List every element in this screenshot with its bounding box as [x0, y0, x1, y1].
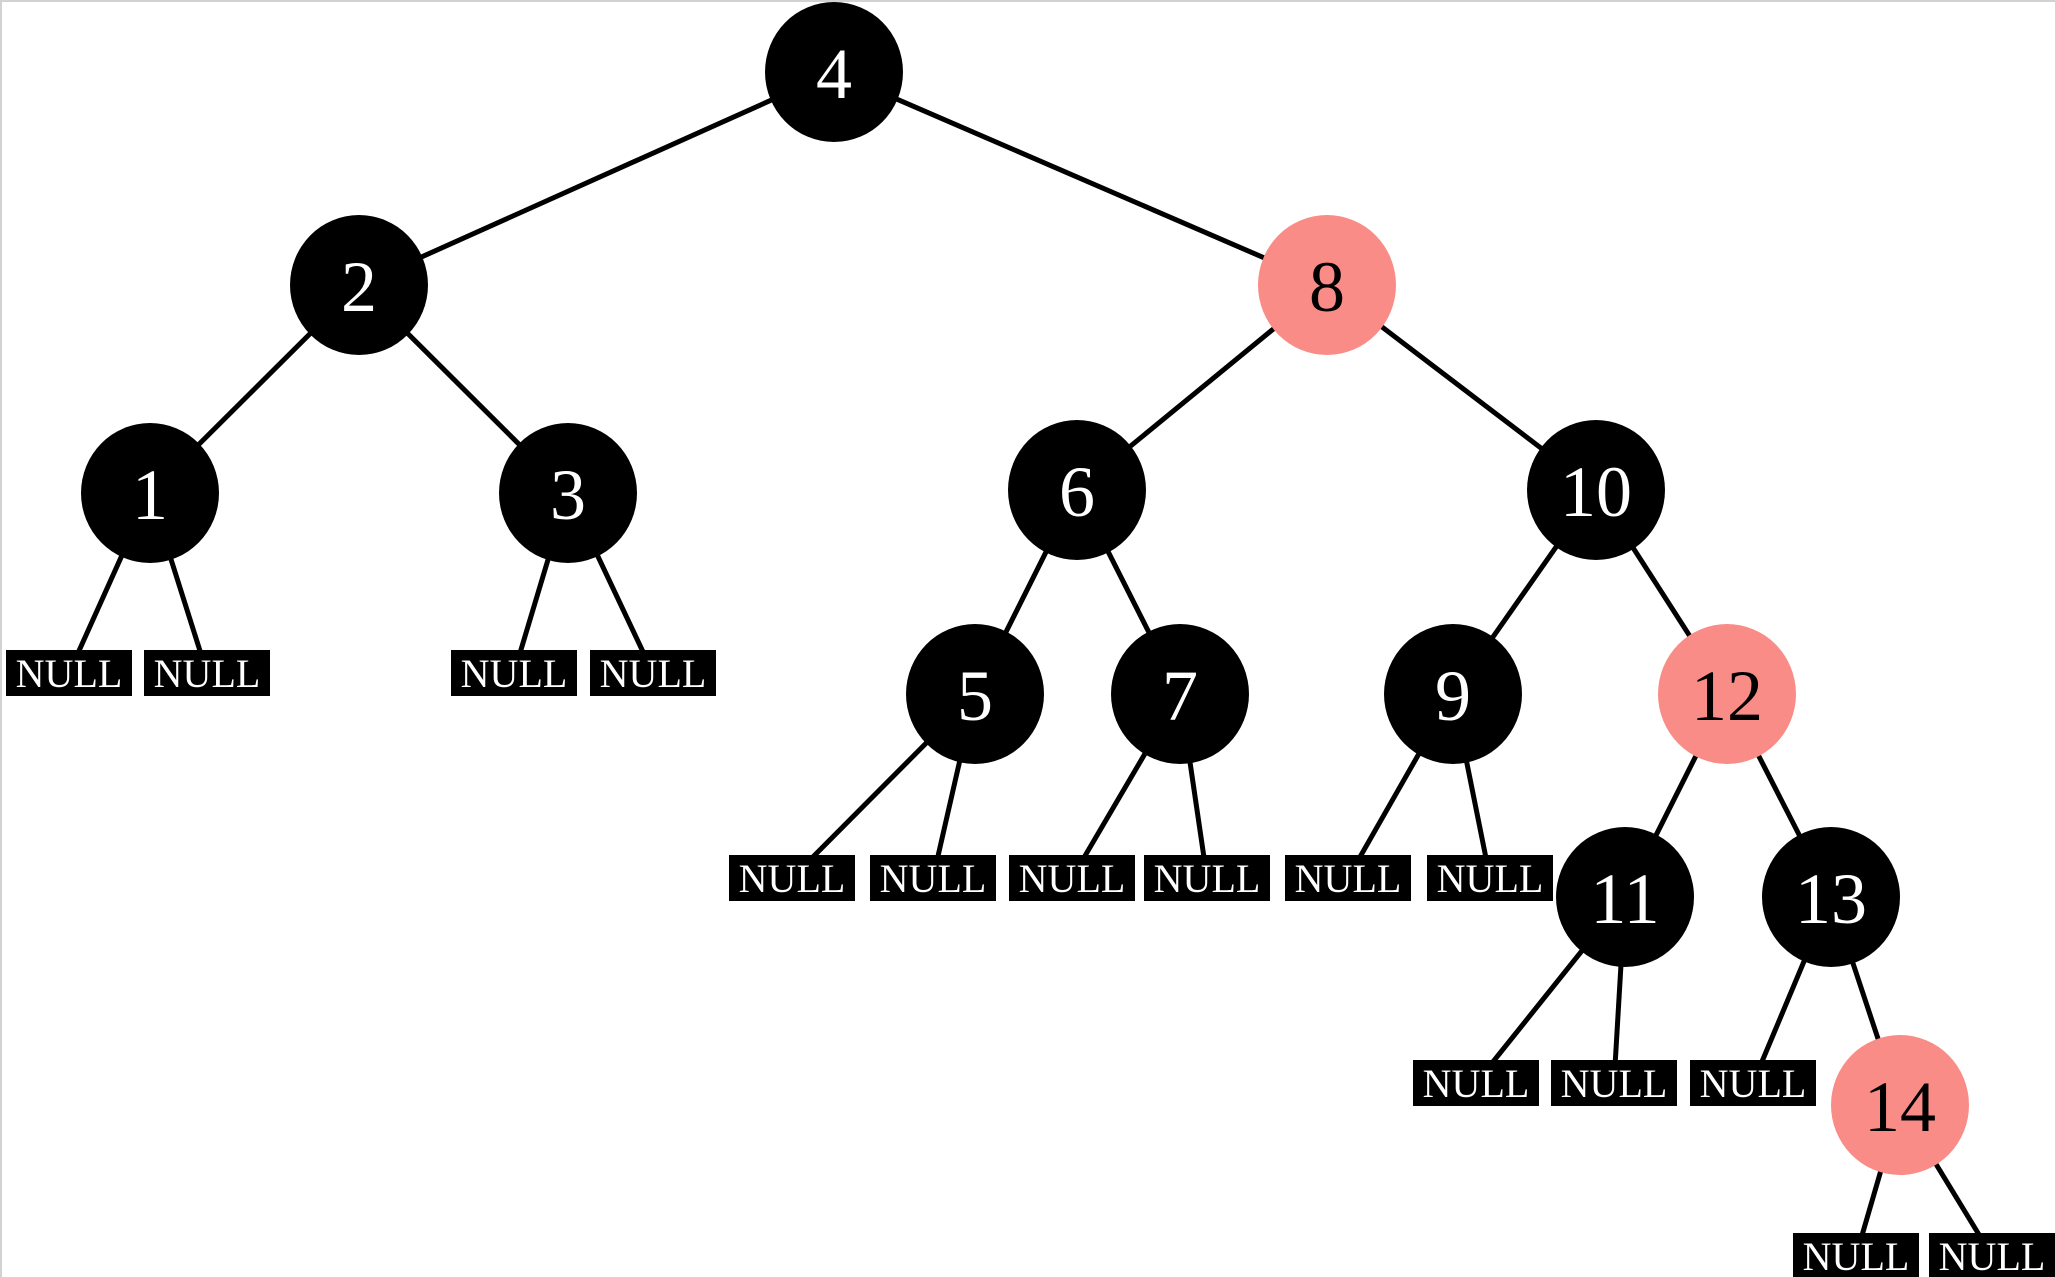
tree-node-13 — [1762, 827, 1900, 967]
tree-edge-4-2 — [357, 69, 836, 288]
null-leaf-box-n10 — [1427, 855, 1553, 901]
null-leaf-label-n3: NULL — [461, 651, 568, 696]
tree-node-2 — [290, 215, 428, 355]
tree-node-label-3: 3 — [550, 455, 586, 535]
null-leaf-label-n9: NULL — [1295, 856, 1402, 901]
tree-edge-4-8 — [833, 69, 1328, 288]
null-leaf-label-n7: NULL — [1019, 856, 1126, 901]
tree-node-6 — [1008, 420, 1146, 560]
null-leaf-label-n11: NULL — [1423, 1061, 1530, 1106]
null-leaf-box-n12 — [1551, 1060, 1677, 1106]
tree-node-label-14: 14 — [1864, 1067, 1936, 1147]
null-leaf-box-n14 — [1793, 1233, 1919, 1277]
null-leaf-label-n10: NULL — [1437, 856, 1544, 901]
null-leaf-label-n15: NULL — [1939, 1234, 2046, 1277]
tree-node-label-7: 7 — [1162, 656, 1198, 736]
null-leaf-label-n6: NULL — [880, 856, 987, 901]
null-leaf-box-n3 — [451, 650, 577, 696]
null-leaf-label-n14: NULL — [1803, 1234, 1910, 1277]
null-leaf-box-n8 — [1144, 855, 1270, 901]
tree-node-1 — [81, 423, 219, 563]
tree-node-14 — [1831, 1035, 1969, 1175]
tree-node-3 — [499, 423, 637, 563]
tree-node-label-6: 6 — [1059, 452, 1095, 532]
null-leaf-label-n2: NULL — [154, 651, 261, 696]
null-leaf-box-n6 — [870, 855, 996, 901]
null-leaf-box-n15 — [1929, 1233, 2055, 1277]
tree-node-label-12: 12 — [1691, 656, 1763, 736]
tree-node-9 — [1384, 624, 1522, 764]
null-leaf-box-n1 — [6, 650, 132, 696]
tree-node-label-10: 10 — [1560, 452, 1632, 532]
null-leaf-box-n5 — [729, 855, 855, 901]
tree-node-8 — [1258, 215, 1396, 355]
null-leaf-box-n13 — [1690, 1060, 1816, 1106]
tree-node-5 — [906, 624, 1044, 764]
null-leaf-label-n8: NULL — [1154, 856, 1261, 901]
null-leaf-label-n13: NULL — [1700, 1061, 1807, 1106]
tree-node-label-5: 5 — [957, 656, 993, 736]
null-leaf-box-n9 — [1285, 855, 1411, 901]
null-leaf-label-n1: NULL — [16, 651, 123, 696]
tree-node-label-8: 8 — [1309, 247, 1345, 327]
tree-node-10 — [1527, 420, 1665, 560]
null-leaf-box-n11 — [1413, 1060, 1539, 1106]
tree-node-label-13: 13 — [1795, 859, 1867, 939]
null-leaf-box-n4 — [590, 650, 716, 696]
tree-node-label-4: 4 — [816, 34, 852, 114]
null-leaf-box-n2 — [144, 650, 270, 696]
null-leaf-box-n7 — [1009, 855, 1135, 901]
tree-node-label-1: 1 — [132, 455, 168, 535]
tree-node-12 — [1658, 624, 1796, 764]
null-leaf-label-n5: NULL — [739, 856, 846, 901]
tree-node-7 — [1111, 624, 1249, 764]
tree-node-label-11: 11 — [1590, 859, 1659, 939]
tree-node-label-2: 2 — [341, 247, 377, 327]
tree-node-4 — [765, 2, 903, 142]
null-leaf-label-n4: NULL — [600, 651, 707, 696]
tree-node-label-9: 9 — [1435, 656, 1471, 736]
null-leaf-label-n12: NULL — [1561, 1061, 1668, 1106]
tree-node-11 — [1556, 827, 1694, 967]
